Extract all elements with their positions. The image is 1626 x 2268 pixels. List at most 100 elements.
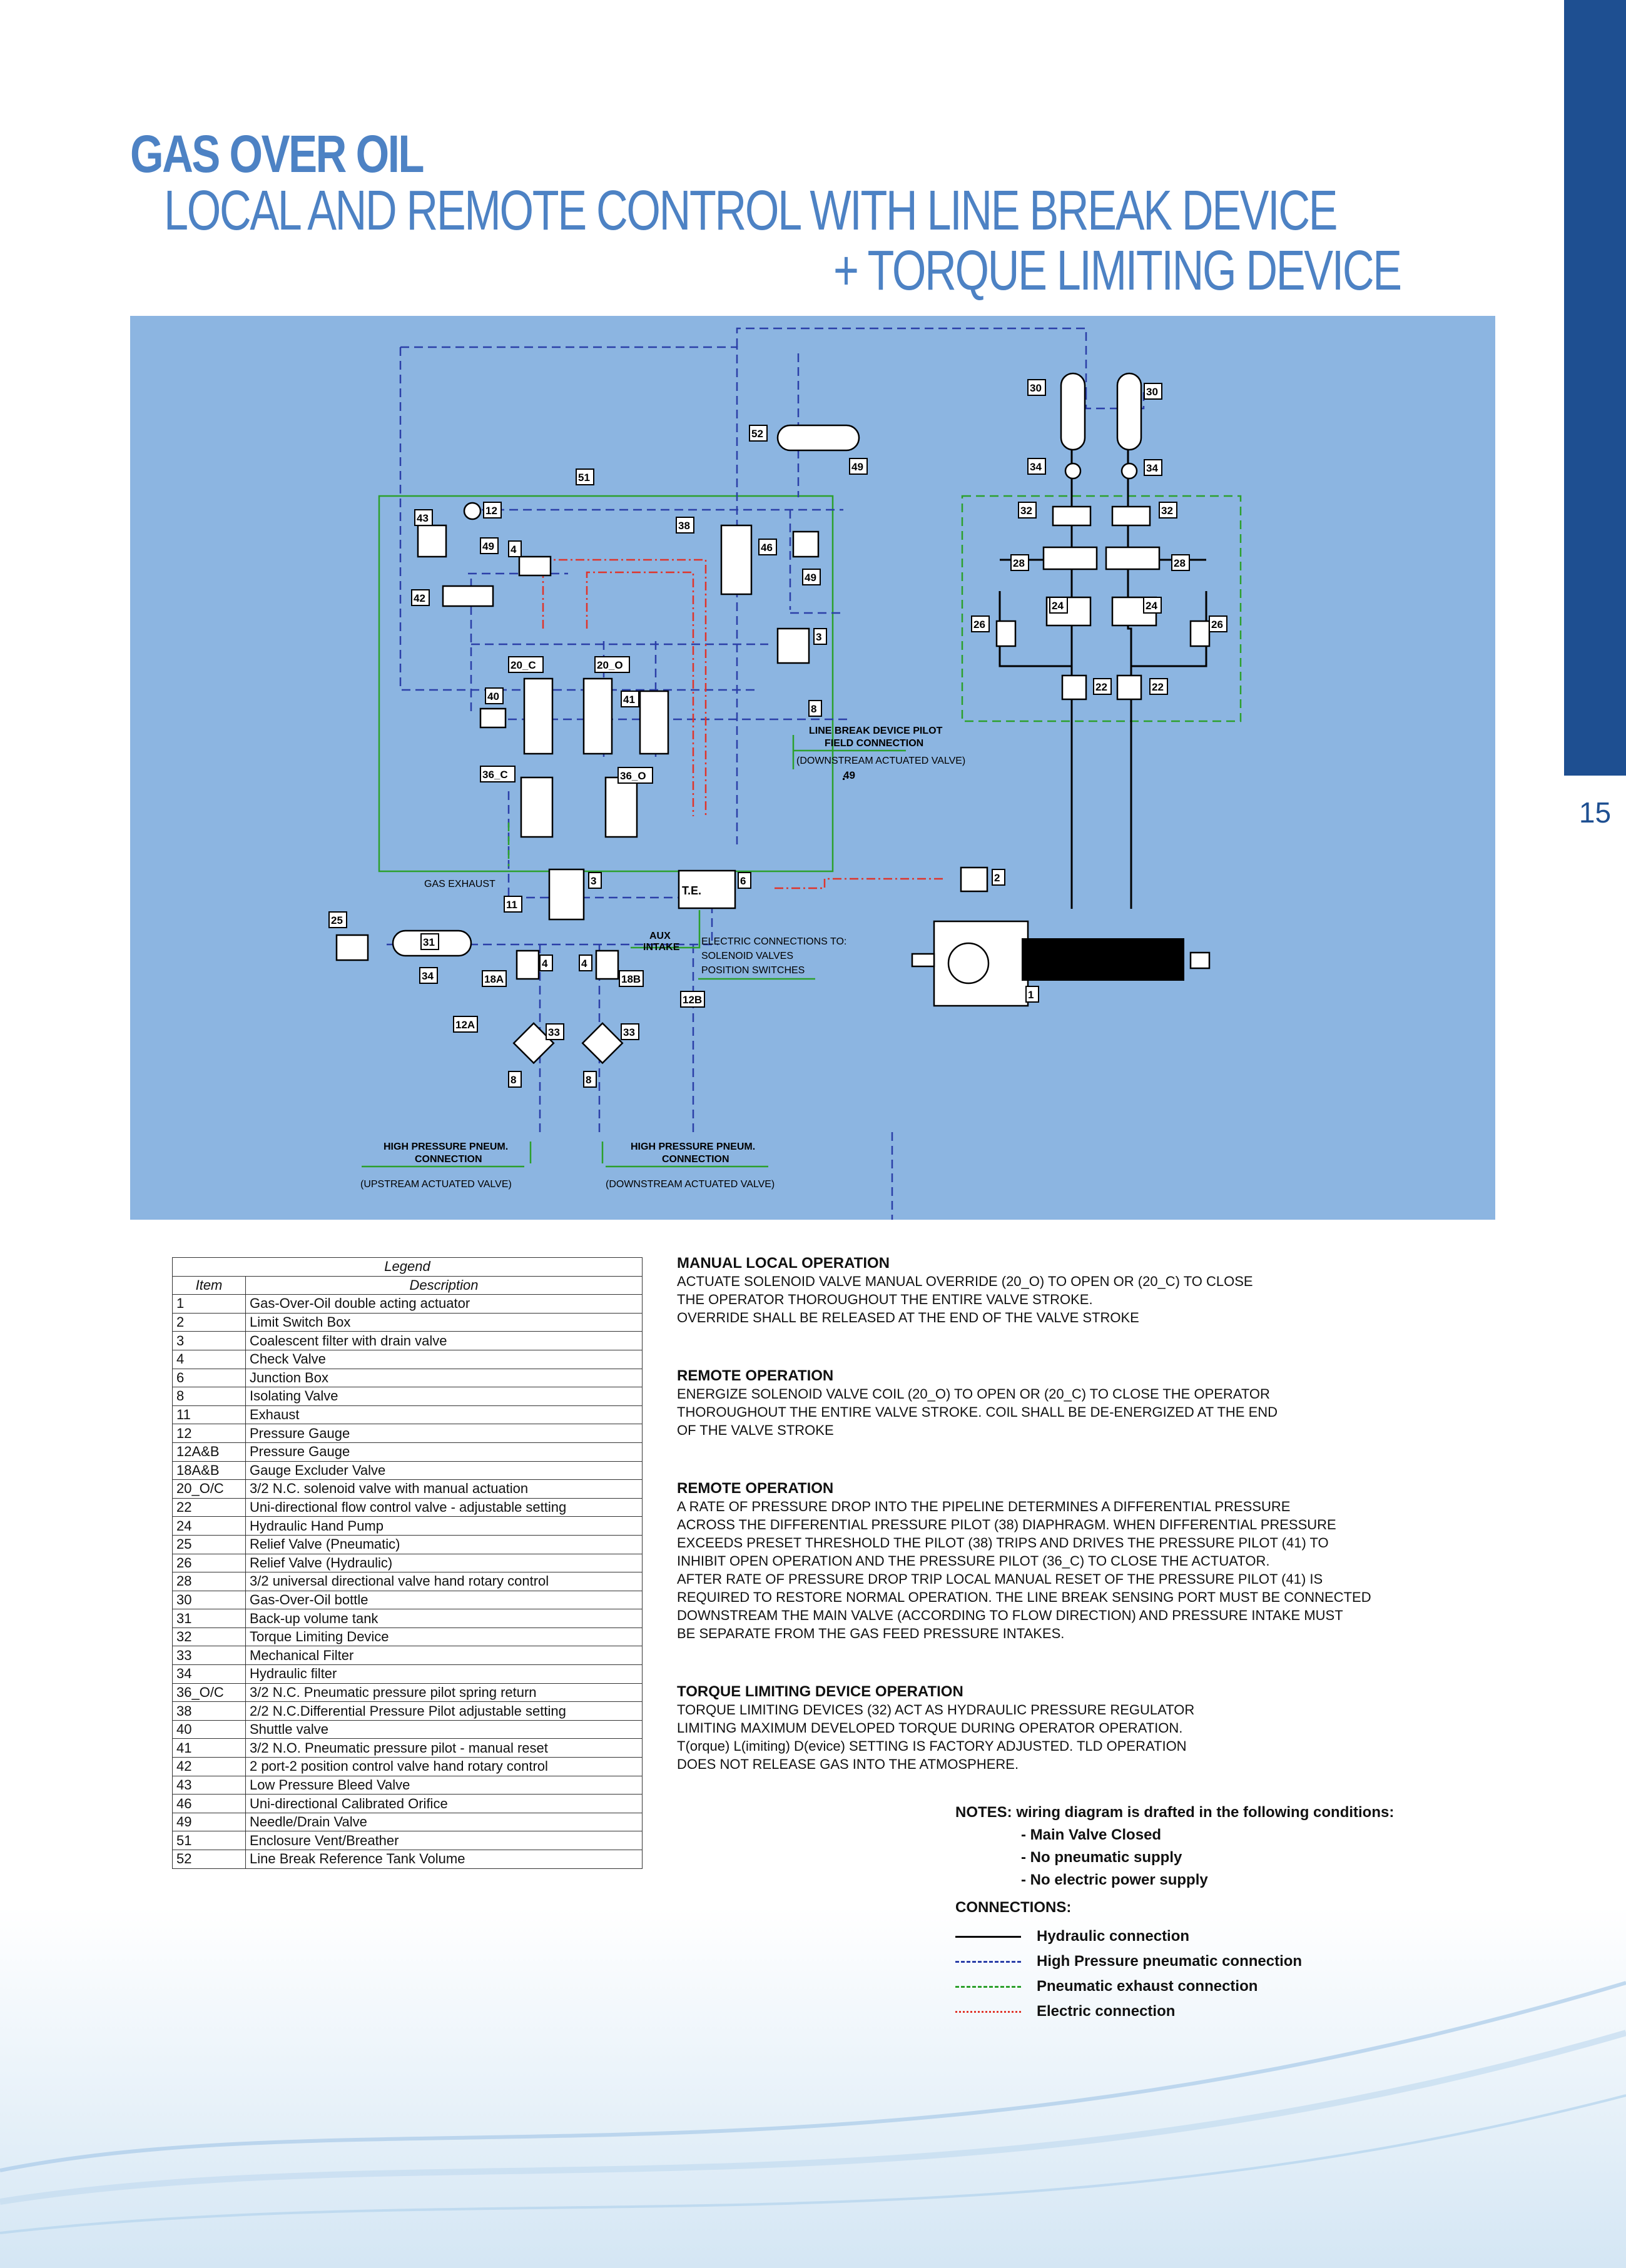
legend-desc: Relief Valve (Pneumatic) bbox=[245, 1534, 643, 1554]
section-heading: MANUAL LOCAL OPERATION bbox=[677, 1255, 890, 1272]
legend-desc: Isolating Valve bbox=[245, 1387, 643, 1406]
gas-over-oil-bottle bbox=[1060, 372, 1086, 451]
legend-item: 41 bbox=[172, 1738, 246, 1758]
hp-left-label: CONNECTION bbox=[415, 1154, 482, 1165]
notes-condition: - Main Valve Closed bbox=[1021, 1826, 1162, 1843]
actuator-stem bbox=[911, 953, 935, 968]
section-line: A RATE OF PRESSURE DROP INTO THE PIPELIN… bbox=[677, 1499, 1291, 1514]
legend-item: 46 bbox=[172, 1794, 246, 1813]
enclosure-control-panel bbox=[378, 495, 834, 873]
legend-desc: Coalescent filter with drain valve bbox=[245, 1331, 643, 1350]
legend-item: 24 bbox=[172, 1516, 246, 1536]
check-valve bbox=[518, 555, 552, 577]
tag: 33 bbox=[548, 1026, 560, 1038]
legend-item: 3 bbox=[172, 1331, 246, 1350]
tag: 34 bbox=[1146, 462, 1158, 474]
legend-title: Legend bbox=[172, 1257, 643, 1277]
legend-desc: Needle/Drain Valve bbox=[245, 1812, 643, 1832]
legend-desc: Limit Switch Box bbox=[245, 1312, 643, 1332]
legend-item: 51 bbox=[172, 1831, 246, 1850]
tag: 36_O bbox=[620, 770, 646, 782]
tag: 49 bbox=[851, 461, 863, 473]
legend-desc: Gas-Over-Oil bottle bbox=[245, 1590, 643, 1610]
legend-item: 25 bbox=[172, 1534, 246, 1554]
connection-label: Pneumatic exhaust connection bbox=[1037, 1978, 1258, 1995]
shuttle-valve bbox=[479, 707, 507, 729]
tag: 32 bbox=[1161, 505, 1173, 517]
legend-item: 42 bbox=[172, 1757, 246, 1776]
connection-line-icon bbox=[955, 2010, 1021, 2013]
tag: 3 bbox=[591, 875, 596, 887]
electric-line bbox=[586, 571, 694, 816]
section-manual-local: MANUAL LOCAL OPERATION ACTUATE SOLENOID … bbox=[677, 1254, 1490, 1327]
section-line: TORQUE LIMITING DEVICES (32) ACT AS HYDR… bbox=[677, 1702, 1195, 1718]
connection-label: Electric connection bbox=[1037, 2003, 1176, 2020]
legend-item: 36_O/C bbox=[172, 1683, 246, 1703]
legend-item: 38 bbox=[172, 1701, 246, 1721]
section-line: OVERRIDE SHALL BE RELEASED AT THE END OF… bbox=[677, 1310, 1139, 1325]
pilot-valve-36c bbox=[520, 776, 554, 838]
legend-item: 26 bbox=[172, 1553, 246, 1573]
tag: 26 bbox=[973, 619, 985, 630]
tag: 46 bbox=[761, 542, 773, 554]
relief-valve bbox=[995, 620, 1017, 647]
section-line: REQUIRED TO RESTORE NORMAL OPERATION. TH… bbox=[677, 1589, 1371, 1605]
check-valve bbox=[595, 949, 619, 980]
tag: 4 bbox=[581, 958, 587, 969]
pneumatic-line bbox=[736, 327, 1087, 391]
tag: 3 bbox=[816, 631, 821, 643]
tag: 52 bbox=[751, 428, 763, 440]
legend-item: 31 bbox=[172, 1609, 246, 1628]
section-line: THOROUGHOUT THE ENTIRE VALVE STROKE. COI… bbox=[677, 1404, 1278, 1420]
aux-intake-label: INTAKE bbox=[643, 942, 680, 953]
check-valve bbox=[516, 949, 540, 980]
bleed-valve bbox=[417, 524, 447, 558]
tag: 12 bbox=[485, 505, 497, 517]
tag: 32 bbox=[1020, 505, 1032, 517]
notes-condition: - No pneumatic supply bbox=[1021, 1849, 1182, 1866]
tag: 31 bbox=[423, 936, 435, 948]
section-line: DOES NOT RELEASE GAS INTO THE ATMOSPHERE… bbox=[677, 1756, 1019, 1772]
tag: 22 bbox=[1152, 681, 1164, 693]
schematic-svg: .tag rect { fill:#fff; stroke:#000; stro… bbox=[328, 327, 1242, 1220]
tag: 1 bbox=[1028, 989, 1034, 1001]
electric-conn-label: SOLENOID VALVES bbox=[701, 951, 793, 961]
section-line: INHIBIT OPEN OPERATION AND THE PRESSURE … bbox=[677, 1553, 1270, 1569]
tag: 34 bbox=[422, 970, 434, 982]
tag: 49 bbox=[482, 540, 494, 552]
legend-item: 22 bbox=[172, 1497, 246, 1517]
legend-desc: Uni-directional Calibrated Orifice bbox=[245, 1794, 643, 1813]
tag: 30 bbox=[1146, 386, 1158, 398]
limit-switch-box bbox=[960, 866, 988, 893]
legend-item: 1 bbox=[172, 1294, 246, 1314]
hydraulic-line bbox=[998, 591, 1072, 667]
connection-line-icon bbox=[955, 1935, 1021, 1938]
tag: 36_C bbox=[482, 769, 508, 781]
hp-right-label: HIGH PRESSURE PNEUM. bbox=[631, 1142, 755, 1152]
coalescent-filter bbox=[776, 627, 810, 664]
hp-right-sub: (DOWNSTREAM ACTUATED VALVE) bbox=[606, 1179, 775, 1190]
directional-valve bbox=[1042, 546, 1098, 570]
legend-desc: Junction Box bbox=[245, 1368, 643, 1388]
legend-item: 43 bbox=[172, 1775, 246, 1795]
legend-desc: Check Valve bbox=[245, 1349, 643, 1369]
torque-limiting-device bbox=[1111, 505, 1151, 527]
lbd-pilot-label: FIELD CONNECTION bbox=[825, 738, 923, 749]
tag: 20_C bbox=[511, 659, 536, 671]
legend-desc: 3/2 universal directional valve hand rot… bbox=[245, 1572, 643, 1591]
section-remote-2: REMOTE OPERATION A RATE OF PRESSURE DROP… bbox=[677, 1479, 1490, 1643]
calibrated-orifice bbox=[792, 530, 820, 558]
tag: 8 bbox=[586, 1074, 591, 1086]
tag: 25 bbox=[331, 914, 343, 926]
